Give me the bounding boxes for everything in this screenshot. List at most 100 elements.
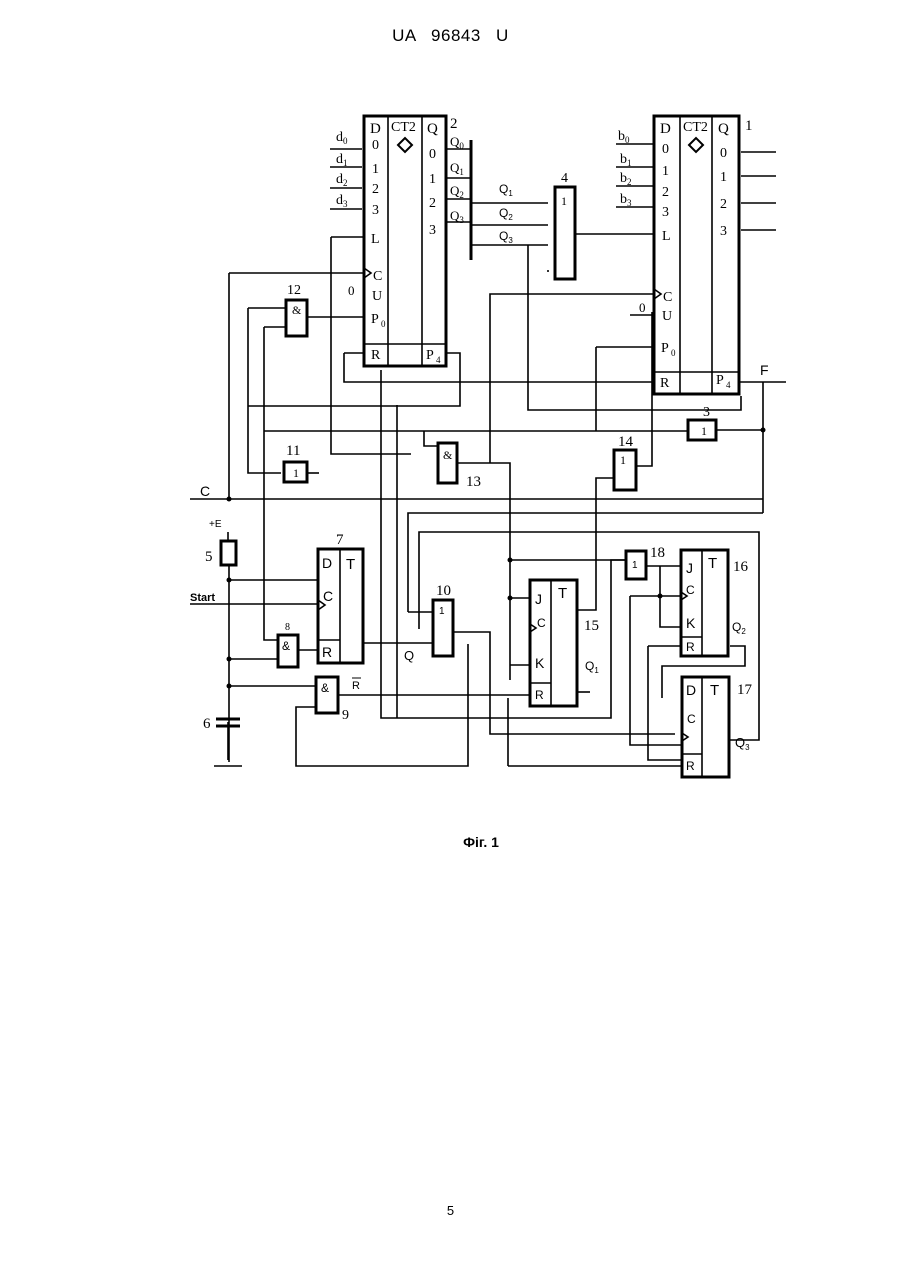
svg-text:d1: d1 (336, 152, 348, 168)
b5-num: 5 (205, 549, 213, 565)
b2-out1: 1 (429, 172, 436, 187)
rbar-label: R (352, 680, 360, 692)
b17-num: 17 (737, 682, 753, 698)
svg-text:Q3: Q3 (499, 229, 513, 245)
and-gate-8: 8 & (278, 622, 298, 667)
svg-text:b2: b2 (620, 171, 632, 187)
svg-text:Q1: Q1 (499, 182, 513, 198)
b7-c: C (323, 588, 333, 604)
svg-text:Q2: Q2 (499, 206, 513, 222)
b2-p0-sub: 0 (381, 319, 386, 329)
gate-18: 18 1 (626, 545, 665, 579)
b16-r: R (686, 640, 695, 654)
b15-r: R (535, 688, 544, 702)
svg-text:d3: d3 (336, 193, 348, 209)
b1-p0: P (661, 341, 669, 356)
b1-p0-sub: 0 (671, 348, 676, 358)
b2-out2: 2 (429, 196, 436, 211)
b12-sym: & (292, 303, 302, 317)
svg-text:Q0: Q0 (450, 134, 464, 151)
b2-ct: CT2 (391, 120, 416, 135)
resistor-5: 5 +E (205, 519, 236, 565)
svg-text:d0: d0 (336, 130, 348, 146)
b2-q: Q (427, 121, 438, 137)
b10-sym: 1 (439, 606, 445, 617)
gate-14: 14 1 (614, 434, 636, 490)
b2-c: C (373, 269, 382, 284)
b2-p0: P (371, 312, 379, 327)
b17-r: R (686, 759, 695, 773)
b2-d: D (370, 121, 381, 137)
c-clock-label: C (200, 483, 210, 499)
svg-text:Q3: Q3 (450, 208, 464, 225)
b17-t: T (710, 682, 719, 699)
b1-out3: 3 (720, 224, 727, 239)
b2-in2: 2 (372, 182, 379, 197)
b3-sym: 1 (701, 424, 707, 438)
b14-num: 14 (618, 434, 634, 450)
b1-d: D (660, 121, 671, 137)
b1-l: L (662, 229, 671, 244)
b11-num: 11 (286, 443, 300, 459)
gate-10: 10 1 (433, 583, 453, 656)
b1-ct: CT2 (683, 120, 708, 135)
q1-label: Q1 (585, 659, 599, 675)
b8-sym: & (282, 639, 290, 653)
d-flipflop-7: 7 D C R T (318, 532, 363, 663)
b5-supply: +E (209, 519, 222, 530)
gate-11: 11 1 (284, 443, 307, 482)
q-bus-labels: Q0 Q1 Q2 Q3 Q1 Q2 Q3 (450, 134, 513, 245)
b1-p4-sub: 4 (726, 380, 731, 390)
b7-r: R (322, 644, 332, 660)
b2-r: R (371, 348, 381, 363)
b2-out0: 0 (429, 147, 436, 162)
b1-r: R (660, 376, 670, 391)
b8-num: 8 (285, 622, 290, 633)
b15-j: J (535, 591, 542, 607)
b16-num: 16 (733, 559, 749, 575)
f-output-label: F (760, 362, 769, 378)
counter-block-2: 2 CT2 D Q 0 1 2 3 0 1 2 3 L C U P 0 R P … (348, 116, 458, 366)
b7-t: T (346, 556, 355, 573)
b15-k: K (535, 655, 545, 671)
b2-in3: 3 (372, 203, 379, 218)
b2-u: U (372, 289, 382, 304)
and-gate-13: 13 & (438, 443, 481, 490)
svg-text:d2: d2 (336, 172, 348, 188)
q-output-label: Q (404, 648, 414, 663)
q2-label: Q2 (732, 620, 746, 636)
b1-out1: 1 (720, 170, 727, 185)
b4-sym: 1 (561, 194, 567, 208)
capacitor-6: 6 (203, 716, 240, 732)
b7-d: D (322, 555, 332, 571)
b15-t: T (558, 585, 567, 602)
d-input-labels: d0 d1 d2 d3 (336, 130, 348, 209)
svg-text:b0: b0 (618, 129, 630, 145)
b2-p4-sub: 4 (436, 355, 441, 365)
b3-num: 3 (703, 405, 710, 420)
b2-out3: 3 (429, 223, 436, 238)
b10-num: 10 (436, 583, 451, 599)
b15-c: C (537, 616, 546, 630)
b1-u: U (662, 309, 672, 324)
and-gate-12: 12 & (286, 283, 307, 336)
d-flipflop-17: 17 D C R T Q3 (682, 677, 753, 777)
b18-sym: 1 (632, 560, 638, 571)
jk-flipflop-16: 16 J C K R T Q2 (681, 550, 749, 656)
svg-text:Q1: Q1 (450, 160, 464, 177)
b1-u-zero: 0 (639, 300, 646, 315)
b1-in1: 1 (662, 164, 669, 179)
b16-t: T (708, 555, 717, 572)
b15-num: 15 (584, 618, 599, 634)
figure-caption: Фіг. 1 (0, 834, 901, 850)
b-input-labels: b0 b1 b2 b3 (618, 129, 632, 208)
b1-in2: 2 (662, 185, 669, 200)
svg-text:Q2: Q2 (450, 183, 464, 200)
b1-out0: 0 (720, 146, 727, 161)
b12-num: 12 (287, 283, 301, 298)
and-gate-9: 9 & R (316, 677, 361, 723)
b1-in0: 0 (662, 142, 669, 157)
b1-c: C (663, 290, 672, 305)
b14-sym: 1 (620, 453, 626, 467)
